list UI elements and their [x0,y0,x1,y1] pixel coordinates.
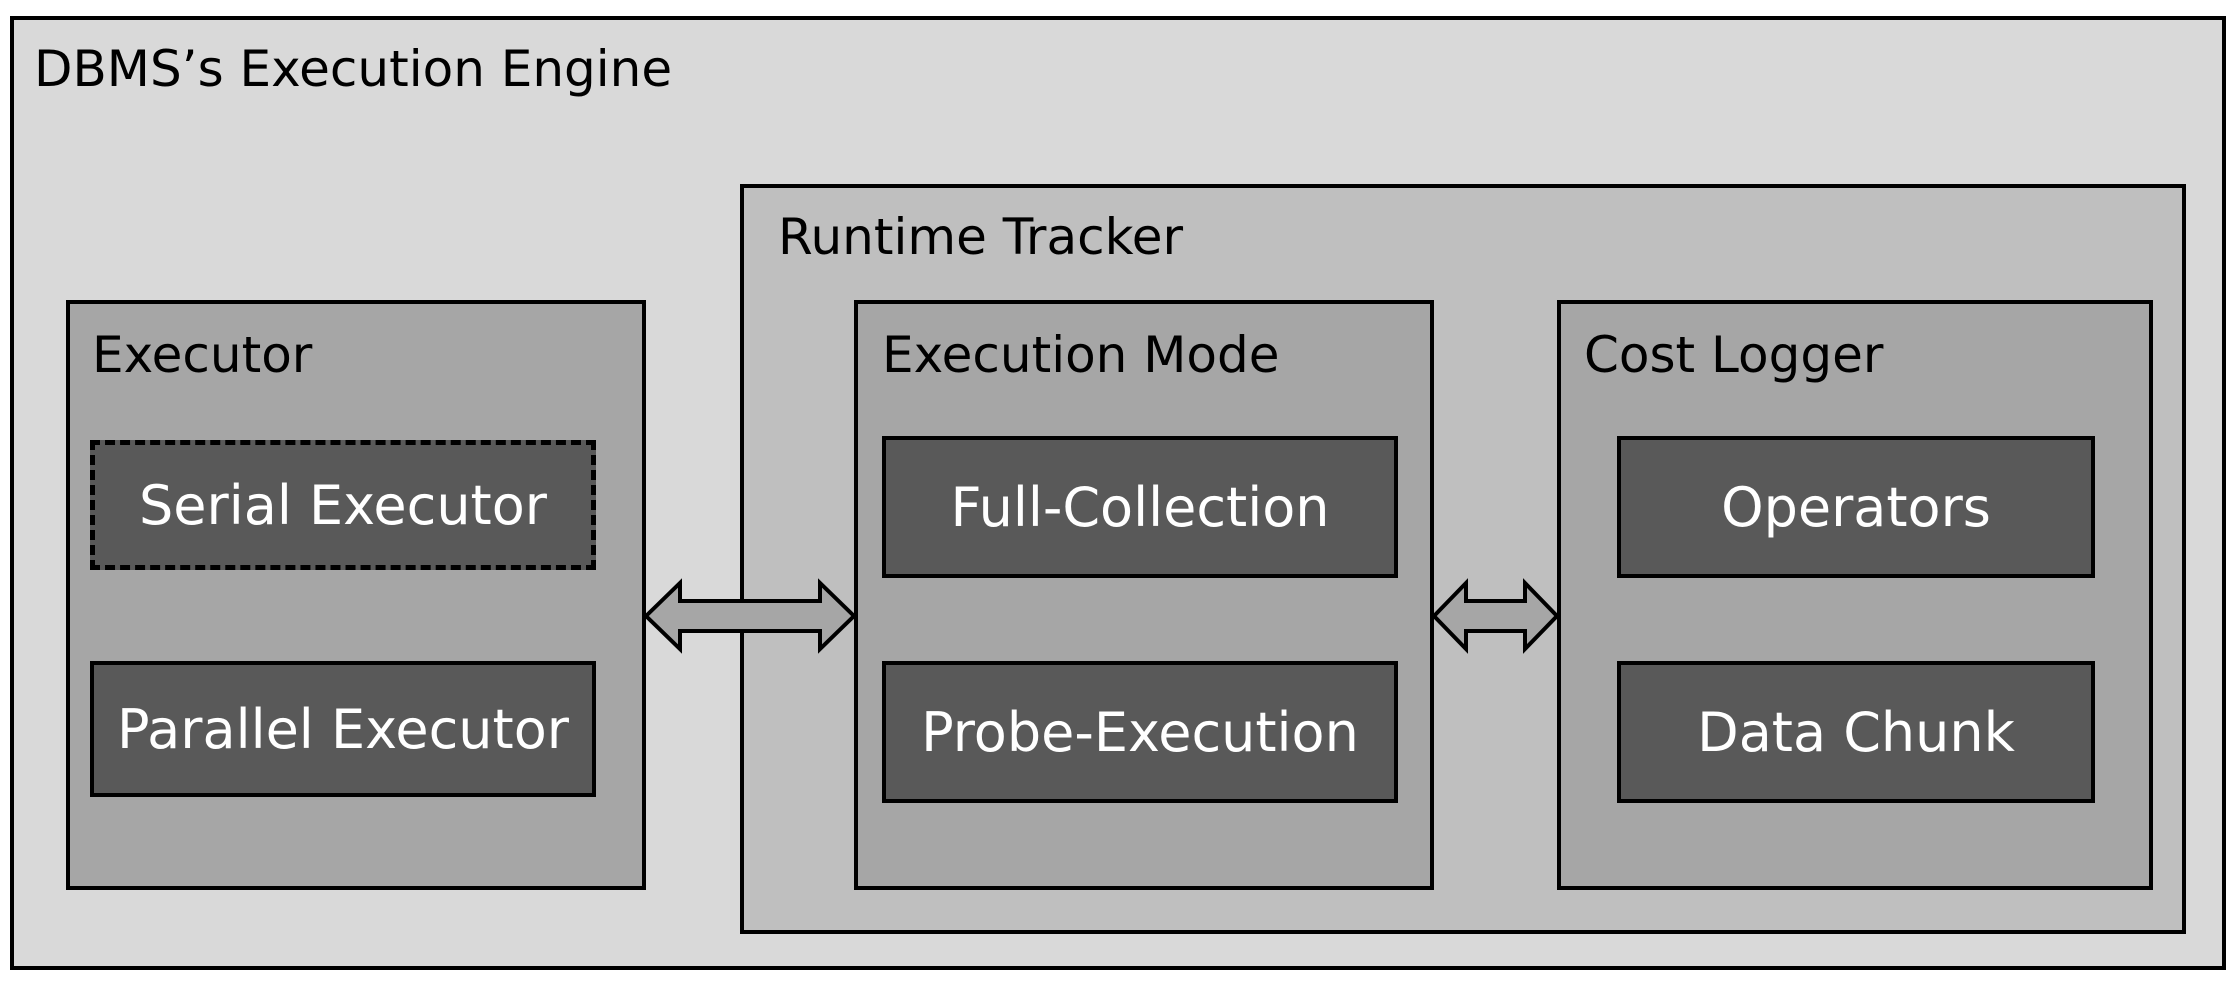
cost-logger-title: Cost Logger [1584,326,1884,384]
parallel-executor-box: Parallel Executor [90,661,596,797]
runtime-tracker-title: Runtime Tracker [778,208,1184,266]
probe-execution-box: Probe-Execution [882,661,1398,803]
execution-engine-title: DBMS’s Execution Engine [34,40,673,98]
full-collection-box: Full-Collection [882,436,1398,578]
executor-title: Executor [92,326,313,384]
execution-mode-title: Execution Mode [882,326,1280,384]
executor-mode-arrow [643,578,857,654]
serial-executor-box: Serial Executor [90,440,596,570]
operators-box: Operators [1617,436,2095,578]
mode-logger-arrow [1431,578,1560,654]
data-chunk-box: Data Chunk [1617,661,2095,803]
